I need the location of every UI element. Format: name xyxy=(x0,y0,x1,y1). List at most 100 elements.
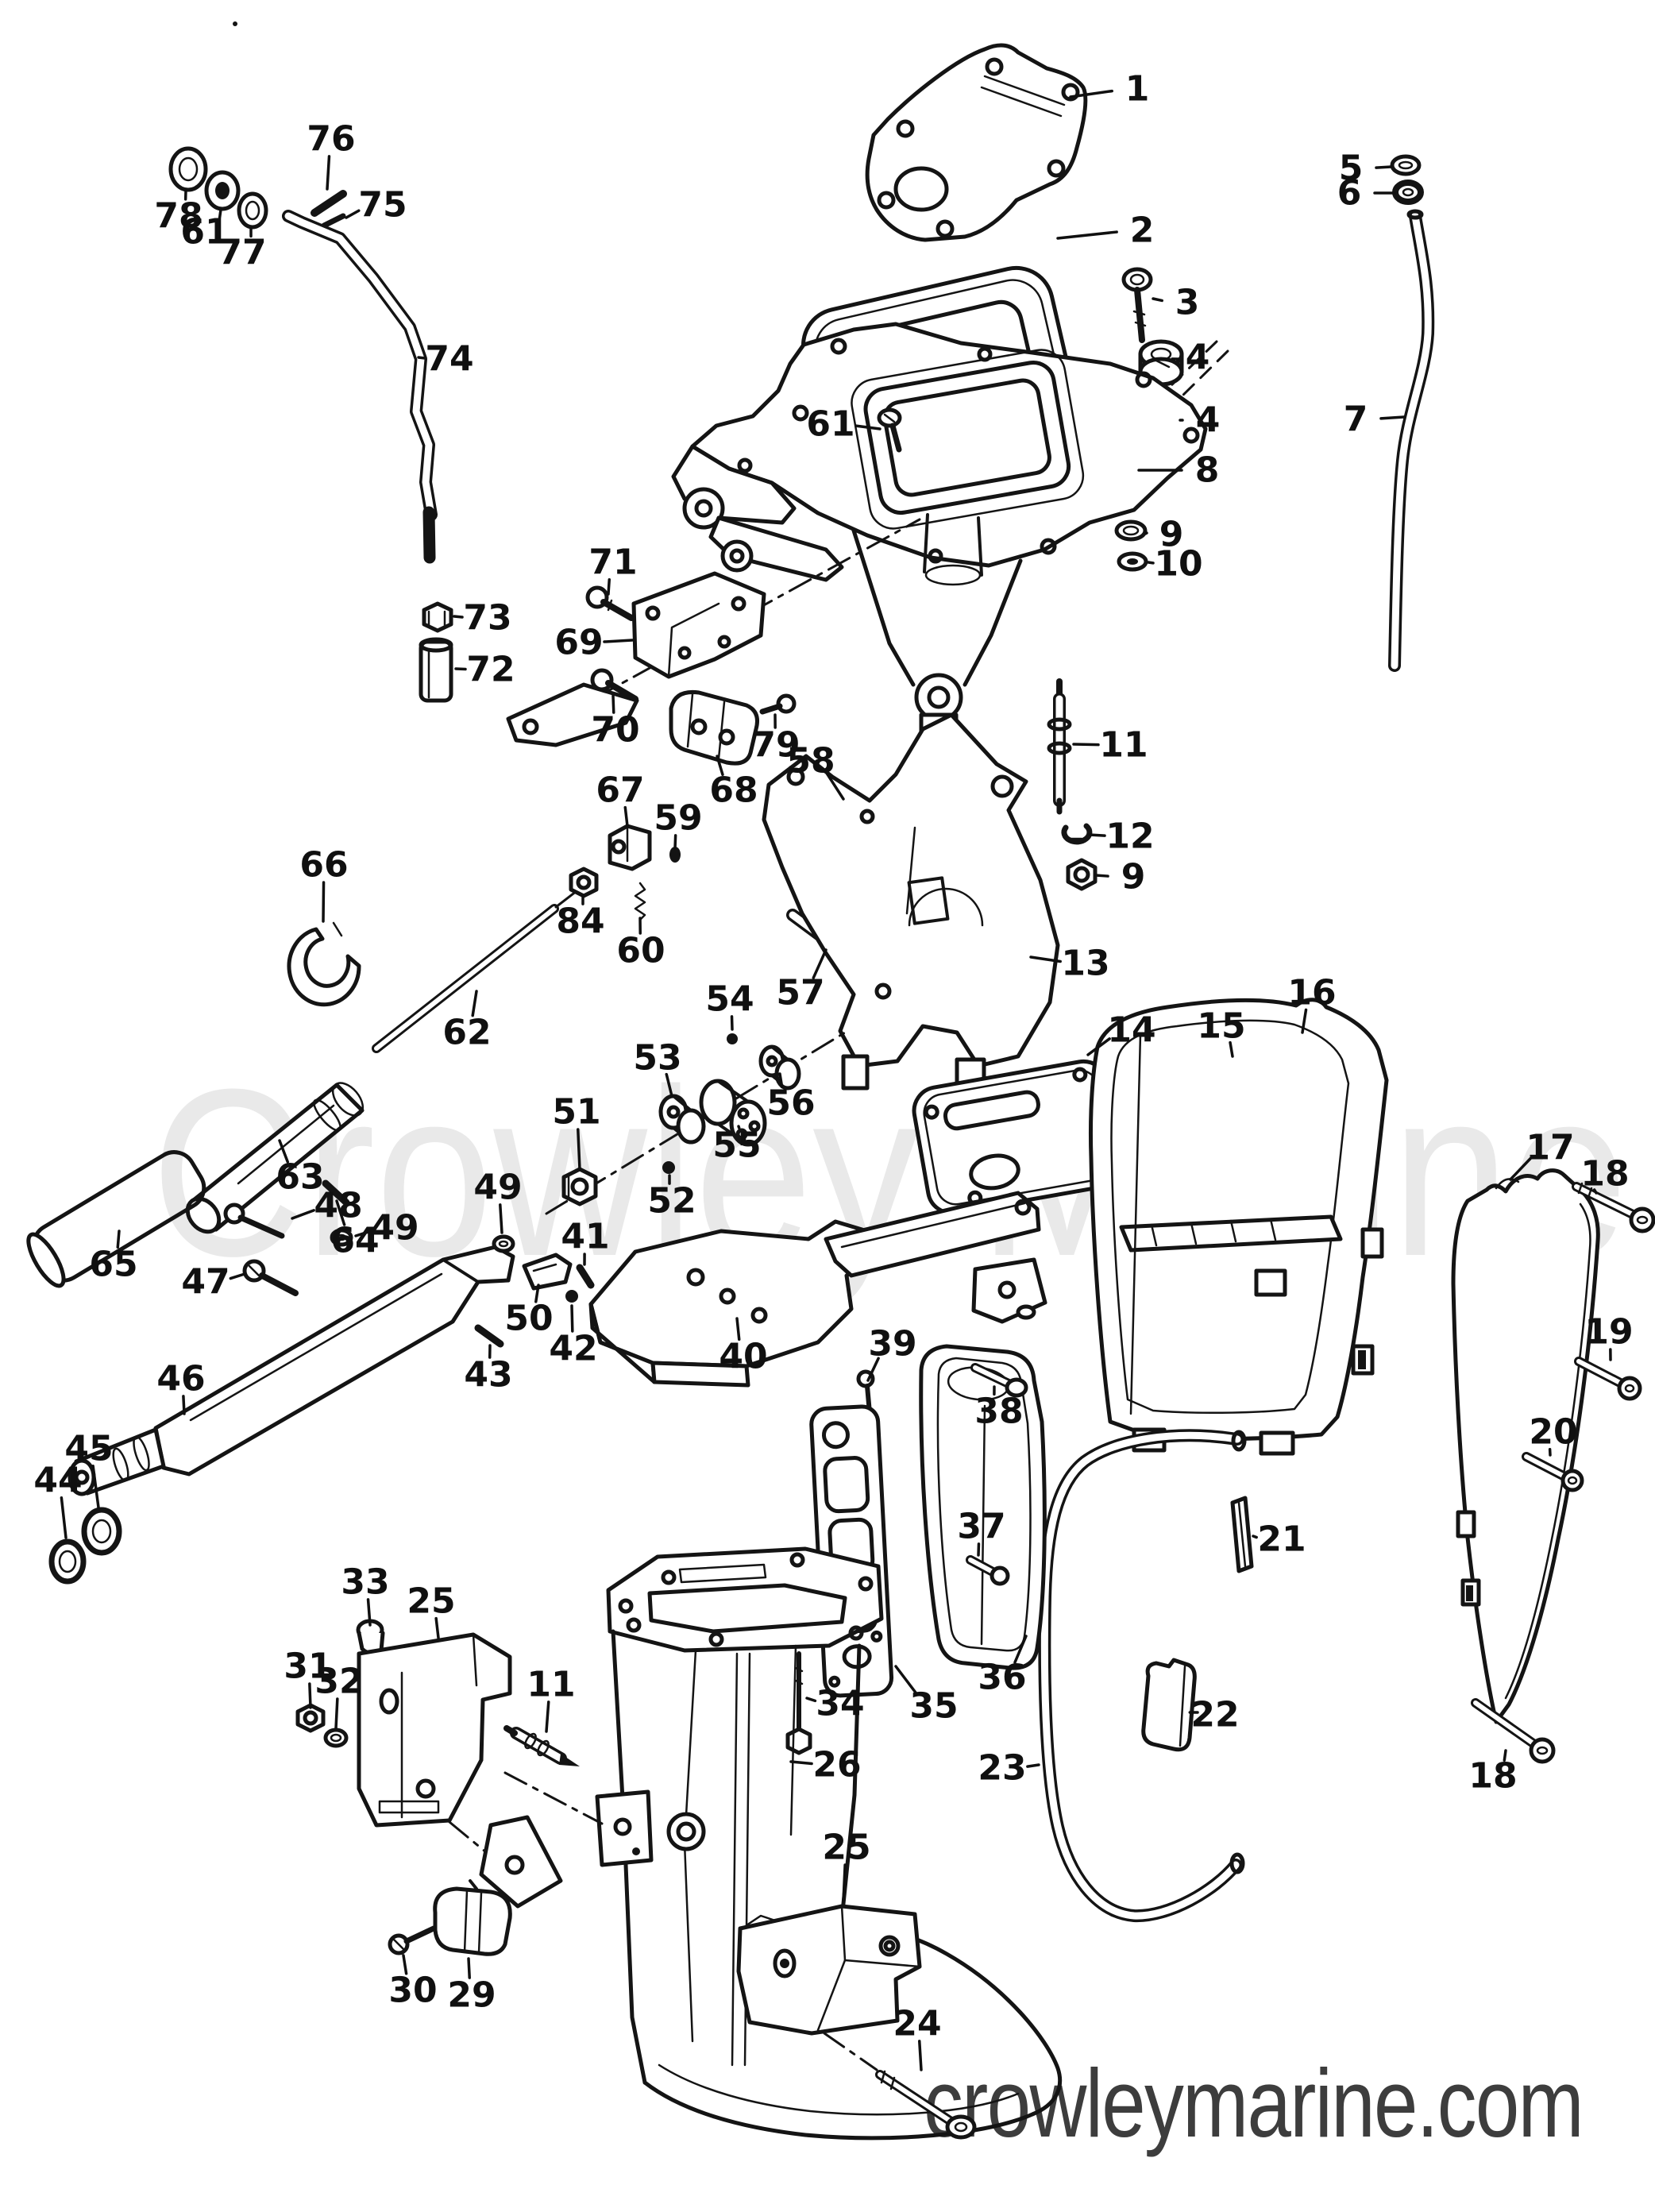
callout-leader xyxy=(1094,874,1109,878)
callout-label: 3 xyxy=(1175,283,1200,323)
callout-leader xyxy=(1144,531,1148,535)
callout-leader xyxy=(60,1496,68,1539)
callout-leader xyxy=(229,1272,246,1280)
callout-label: 65 xyxy=(89,1245,137,1285)
callout-label: 74 xyxy=(425,339,473,380)
part-31-nut xyxy=(295,1703,326,1733)
callout-label: 54 xyxy=(705,979,754,1020)
part-75-pin xyxy=(321,213,346,229)
callout-leader xyxy=(345,209,361,219)
part-56-bushing xyxy=(758,1044,801,1091)
part-84-nut xyxy=(569,867,599,898)
callout-leader xyxy=(322,881,326,923)
part-69-bracket xyxy=(631,571,766,679)
part-63-handle-tube xyxy=(185,1082,365,1234)
callout-label: 9 xyxy=(1159,515,1184,555)
part-3-screw xyxy=(1121,267,1153,343)
callout-leader xyxy=(434,1616,440,1639)
callout-label: 10 xyxy=(1154,544,1202,585)
callout-leader xyxy=(1056,230,1118,240)
callout-label: 25 xyxy=(822,1828,870,1868)
callout-label: 50 xyxy=(504,1299,553,1339)
callout-leader xyxy=(577,1128,581,1171)
callout-leader xyxy=(453,615,464,619)
callout-leader xyxy=(570,1304,574,1333)
callout-label: 62 xyxy=(442,1013,491,1053)
part-7-shift-rod xyxy=(1388,209,1435,672)
callout-leader xyxy=(454,667,467,671)
callout-label: 55 xyxy=(712,1125,761,1166)
callout-label: 67 xyxy=(596,770,644,811)
callout-leader xyxy=(1301,1008,1308,1034)
callout-label: 9 xyxy=(1121,857,1146,898)
part-61-washer xyxy=(204,170,241,211)
callout-label: 42 xyxy=(549,1329,597,1369)
callout-label: 39 xyxy=(868,1324,916,1365)
callout-leader xyxy=(866,1357,880,1382)
part-45-oring xyxy=(81,1507,122,1556)
callout-label: 78 xyxy=(154,196,203,237)
part-25-mount-bracket-upper xyxy=(357,1632,512,1828)
callout-leader xyxy=(534,1284,540,1303)
callout-label: 4 xyxy=(1186,338,1210,378)
callout-label: 40 xyxy=(719,1337,767,1377)
callout-label: 6 xyxy=(1337,173,1362,214)
callout-leader xyxy=(894,1665,918,1695)
callout-leader xyxy=(335,1199,346,1226)
callout-leader xyxy=(842,1863,847,1903)
part-50-link xyxy=(522,1253,573,1291)
part-68-mount xyxy=(669,689,759,766)
part-11-mount-stud-upper xyxy=(1047,678,1072,815)
callout-leader xyxy=(278,1139,290,1164)
callout-label: 49 xyxy=(370,1208,419,1249)
callout-label: 57 xyxy=(776,973,824,1013)
callout-label: 70 xyxy=(591,710,639,751)
callout-label: 72 xyxy=(466,650,515,690)
callout-label: 75 xyxy=(358,185,407,226)
part-1-gasket xyxy=(865,43,1088,242)
callout-leader xyxy=(805,1697,817,1703)
callout-leader xyxy=(1229,1040,1234,1058)
callout-leader xyxy=(778,1072,784,1089)
part-9-nut-lower xyxy=(1066,858,1098,891)
part-10-lockwasher xyxy=(1117,551,1148,572)
callout-leader xyxy=(603,639,634,643)
callout-leader xyxy=(1013,1635,1028,1664)
assembly-line xyxy=(448,1820,488,1854)
callout-leader xyxy=(366,1598,372,1627)
callout-label: 77 xyxy=(218,233,266,273)
callout-label: 45 xyxy=(64,1429,113,1469)
callout-leader xyxy=(1503,1749,1507,1762)
part-42-ball xyxy=(565,1290,578,1303)
part-41-pin xyxy=(576,1264,595,1289)
part-53-bushing xyxy=(658,1094,706,1145)
callout-label: 60 xyxy=(616,931,665,971)
part-21-key xyxy=(1230,1496,1254,1573)
callout-label: 1 xyxy=(1125,69,1150,110)
callout-label: 58 xyxy=(786,741,835,782)
callout-label: 41 xyxy=(561,1217,609,1257)
part-18-bolt-lower xyxy=(1471,1698,1556,1764)
callout-leader xyxy=(291,1209,315,1220)
callout-label: 61 xyxy=(806,404,855,445)
callout-leader xyxy=(326,155,331,191)
callout-label: 79 xyxy=(751,725,800,766)
callout-label: 23 xyxy=(978,1748,1026,1789)
part-11-mount-stud-lower xyxy=(503,1725,580,1766)
callout-label: 68 xyxy=(709,770,758,811)
callout-label: 26 xyxy=(812,1745,861,1785)
callout-leader xyxy=(855,424,882,430)
callout-label: 35 xyxy=(909,1686,958,1727)
callout-label: 30 xyxy=(388,1971,437,2011)
callout-label: 12 xyxy=(1105,816,1154,857)
callout-label: 15 xyxy=(1197,1006,1245,1047)
part-72-spacer xyxy=(419,637,453,703)
callout-label: 63 xyxy=(276,1157,324,1198)
callout-leader xyxy=(354,1230,372,1237)
callout-label: 71 xyxy=(588,542,637,583)
part-73-nut xyxy=(422,601,453,633)
part-67-block xyxy=(608,824,652,871)
callout-label: 59 xyxy=(654,798,702,839)
part-76-pin xyxy=(311,190,347,217)
callout-label: 47 xyxy=(181,1262,230,1303)
